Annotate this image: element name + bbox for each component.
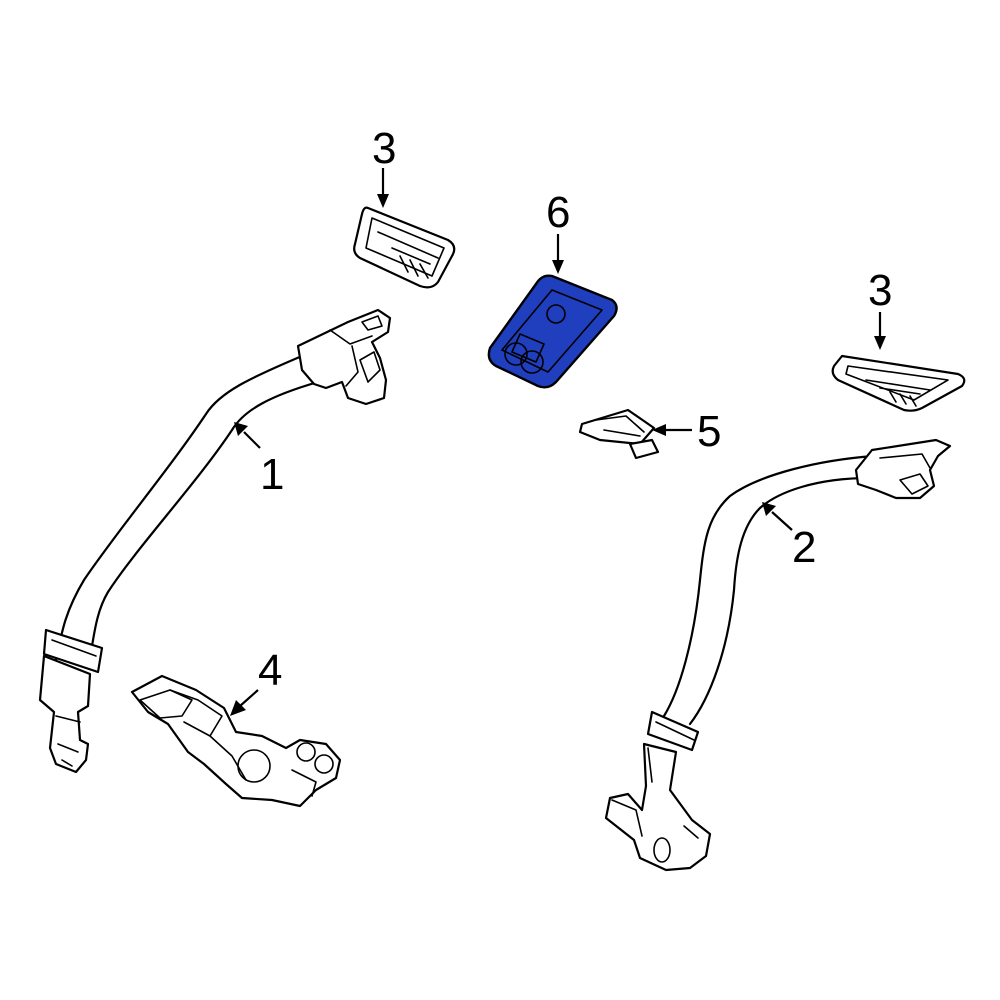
callout-label-4: 4 [258,646,282,695]
callout-label-1: 1 [260,450,284,499]
part-2-seat-belt-right[interactable] [604,438,952,872]
part-3-cover-right[interactable] [831,354,966,412]
part-3-cover-left[interactable] [353,206,456,289]
callout-label-6: 6 [546,188,570,237]
callout-arrows [230,168,886,716]
part-5-bracket[interactable] [578,408,660,460]
part-6-module[interactable] [487,274,618,389]
callout-label-5: 5 [697,407,721,456]
callout-label-2: 2 [792,523,816,572]
callout-label-3-left: 3 [372,124,396,173]
part-1-seat-belt-left[interactable] [38,308,392,774]
callout-label-3-right: 3 [868,266,892,315]
part-4-anchor-bracket[interactable] [130,674,342,808]
